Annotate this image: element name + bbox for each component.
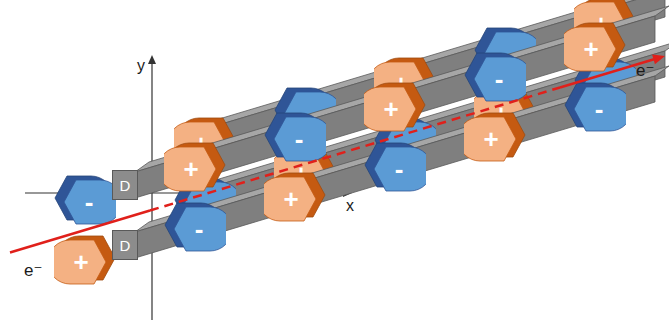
bar-top-face xyxy=(195,0,669,132)
electron-beam xyxy=(10,55,665,253)
pole-sign: - xyxy=(274,115,324,163)
negative-magnet: - xyxy=(364,140,426,194)
positive-magnet: + xyxy=(464,110,526,164)
axis-label: x xyxy=(346,198,354,214)
negative-magnet: - xyxy=(54,173,116,227)
bar-side-face xyxy=(135,16,655,198)
negative-magnet: - xyxy=(264,110,326,164)
pole-sign: - xyxy=(174,205,224,253)
y-axis xyxy=(151,62,152,320)
positive-magnet: + xyxy=(364,80,426,134)
axis-label: y xyxy=(137,58,145,74)
positive-magnet: + xyxy=(564,20,626,74)
beam-label: e⁻ xyxy=(636,62,654,79)
positive-magnet: + xyxy=(164,140,226,194)
bar-top-face xyxy=(135,66,669,232)
dielectric-label: D xyxy=(113,171,137,199)
negative-magnet: - xyxy=(164,200,226,254)
pole-sign: + xyxy=(266,175,316,223)
bar-side-face xyxy=(135,76,655,258)
dielectric-end: D xyxy=(112,170,138,200)
pole-sign: + xyxy=(56,238,106,286)
pole-sign: - xyxy=(474,55,524,103)
pole-sign: - xyxy=(64,178,114,226)
front-bars xyxy=(135,6,669,258)
pole-sign: + xyxy=(466,115,516,163)
pole-sign: - xyxy=(574,85,624,133)
y-axis-head xyxy=(148,55,156,64)
positive-magnet: + xyxy=(54,233,116,287)
x-axis-head xyxy=(343,189,352,197)
negative-magnet: - xyxy=(564,80,626,134)
beam-label: e⁻ xyxy=(24,262,42,279)
dielectric-label: D xyxy=(113,231,137,259)
dielectric-end: D xyxy=(112,230,138,260)
axes xyxy=(25,55,352,320)
positive-magnet: + xyxy=(264,170,326,224)
negative-magnet: - xyxy=(464,50,526,104)
pole-sign: + xyxy=(166,145,216,193)
pole-sign: + xyxy=(566,25,616,73)
pole-sign: - xyxy=(374,145,424,193)
pole-sign: + xyxy=(366,85,416,133)
